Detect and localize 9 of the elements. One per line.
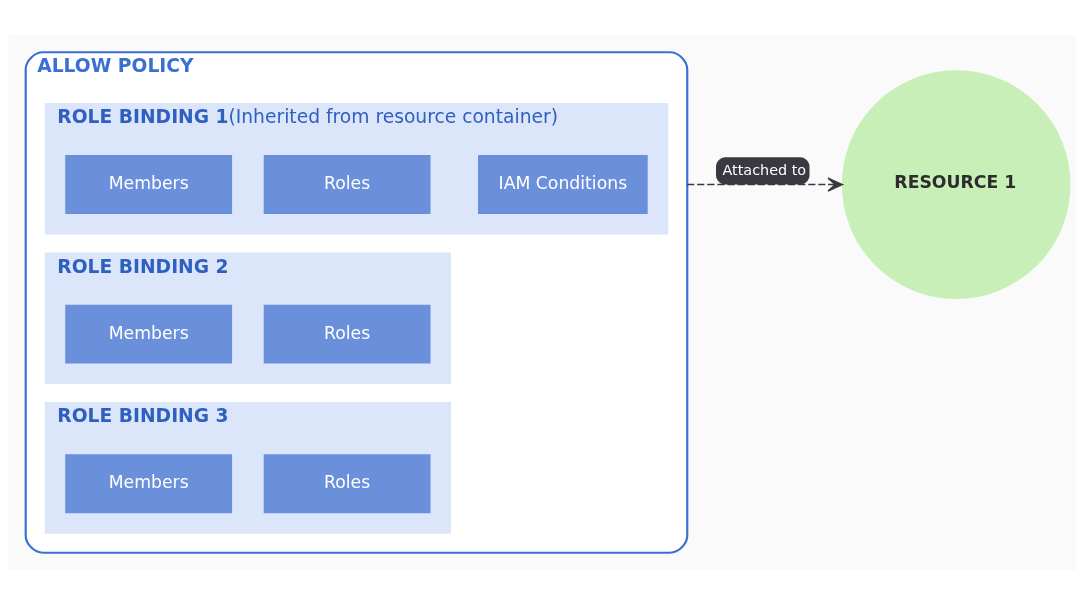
node-box: Roles xyxy=(263,154,431,214)
edge-label: Attached to xyxy=(722,161,807,178)
node-box: Members xyxy=(65,453,233,513)
node-box: Members xyxy=(65,154,233,214)
node-box: Roles xyxy=(263,304,431,364)
node-box: Roles xyxy=(263,453,431,513)
node-box: IAM Conditions xyxy=(478,154,648,214)
node-box: Members xyxy=(65,304,233,364)
node-circle: RESOURCE 1 xyxy=(841,69,1071,299)
